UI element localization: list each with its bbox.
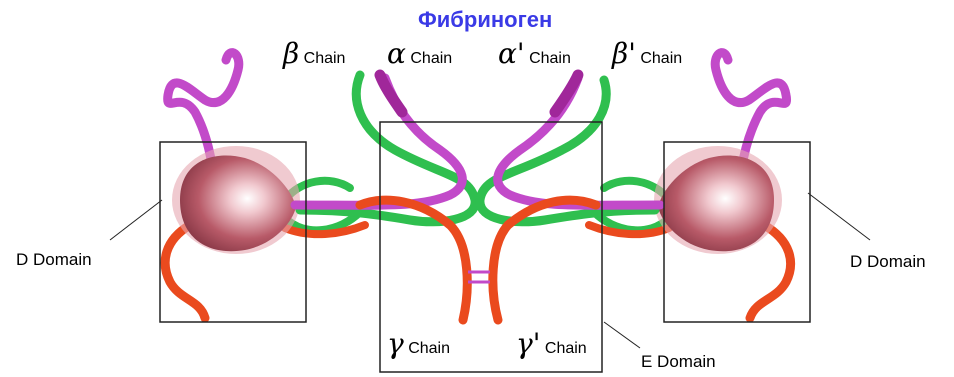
center-alpha-left — [290, 73, 467, 210]
beta-chain-label: β Chain — [283, 40, 345, 68]
alpha-chain-label: α Chain — [387, 40, 452, 68]
right-gamma-tail — [745, 220, 796, 323]
gamma-prime-chain-text: Chain — [544, 340, 587, 357]
alpha-chain-text: Chain — [410, 50, 453, 67]
e-leader — [603, 321, 641, 349]
gamma-prime-chain-label: γ' Chain — [516, 330, 587, 358]
e-domain-box — [379, 121, 603, 373]
gamma-prime-symbol: γ' — [516, 327, 541, 360]
right-gamma-link — [585, 221, 673, 239]
right-d-globule — [658, 155, 774, 252]
alpha-prime-chain-label: α' Chain — [498, 40, 571, 68]
gamma-chain-text: Chain — [408, 340, 450, 357]
center-alpha-left-head — [374, 69, 408, 118]
center-beta-left — [295, 70, 480, 227]
left-d-globule — [180, 155, 296, 252]
center-gamma-left — [355, 195, 472, 325]
beta-symbol: β — [283, 37, 300, 70]
d-domain-left-label: D Domain — [16, 250, 92, 269]
beta-chain-text: Chain — [303, 50, 346, 67]
center-alpha-right-head — [549, 69, 584, 118]
left-alpha-tail — [163, 48, 244, 205]
left-gamma-link — [281, 221, 369, 239]
gamma-symbol: γ — [387, 327, 404, 360]
alpha-prime-chain-text: Chain — [529, 50, 571, 67]
beta-prime-chain-label: β' Chain — [612, 40, 682, 68]
d-domain-right-label: D Domain — [850, 252, 926, 271]
left-d-domain-box — [159, 141, 307, 323]
beta-prime-symbol: β' — [612, 37, 636, 70]
right-alpha-tail — [710, 48, 792, 205]
center-beta-right — [475, 75, 660, 227]
alpha-prime-symbol: α' — [498, 37, 525, 70]
center-gamma-right — [488, 195, 601, 325]
right-d-domain-box — [663, 141, 811, 323]
left-gamma-tail — [160, 220, 210, 323]
gamma-chain-label: γ Chain — [387, 330, 450, 358]
left-d-leader — [109, 199, 163, 241]
e-domain-label: E Domain — [641, 352, 716, 371]
alpha-symbol: α — [387, 37, 406, 70]
diagram-title: Фибриноген — [418, 7, 553, 32]
right-d-leader — [807, 192, 871, 241]
beta-prime-chain-text: Chain — [640, 50, 683, 67]
